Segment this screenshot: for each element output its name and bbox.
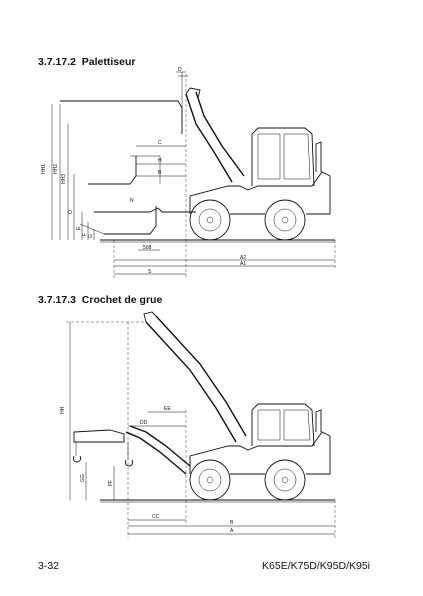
dim-label-f: F <box>82 233 88 236</box>
dim-label-hh1: HH1 <box>41 164 47 174</box>
dim-label-b: B <box>230 520 234 526</box>
dim-label-hh2: HH2 <box>53 164 59 174</box>
crane-hook-loader-drawing: HH DD EE FF GG CC B A <box>60 311 336 538</box>
dim-label-ff: FF <box>108 480 114 486</box>
section-number: 3.7.17.3 <box>38 294 76 306</box>
dim-label-n: N <box>130 198 134 204</box>
dim-label-a1: A1 <box>240 261 246 267</box>
dim-label-ee: EE <box>164 406 171 412</box>
dim-label-gg: GG <box>80 474 86 482</box>
dim-label-cc: CC <box>152 514 160 520</box>
dim-label-508: 508 <box>143 245 152 251</box>
page-number: 3-32 <box>38 560 60 572</box>
section-title: Palettiseur <box>81 56 136 68</box>
pallet-fork-loader-drawing: D C H B N A2 A1 S 508 HH1 HH2 HH3 O E F … <box>41 67 336 278</box>
section-heading-crochet: 3.7.17.3 Crochet de grue <box>38 294 162 306</box>
dim-label-a: A <box>230 528 234 534</box>
section-title: Crochet de grue <box>81 294 163 306</box>
dim-label-c: C <box>158 140 162 146</box>
dim-label-hh3: HH3 <box>61 174 67 184</box>
section-number: 3.7.17.2 <box>38 56 76 68</box>
dim-label-h: H <box>158 158 162 164</box>
dim-label-top: D <box>178 67 182 73</box>
dim-label-s: S <box>148 269 152 275</box>
model-list: K65E/K75D/K95D/K95i <box>262 560 370 572</box>
dim-label-g: G <box>88 234 94 238</box>
dim-label-hh: HH <box>60 406 66 414</box>
dim-label-b: B <box>158 170 162 176</box>
section-heading-palettiseur: 3.7.17.2 Palettiseur <box>38 56 136 68</box>
dim-label-o: O <box>68 210 74 214</box>
dim-label-e: E <box>76 226 82 230</box>
dim-label-a2: A2 <box>240 255 246 261</box>
dim-label-dd: DD <box>140 420 148 426</box>
